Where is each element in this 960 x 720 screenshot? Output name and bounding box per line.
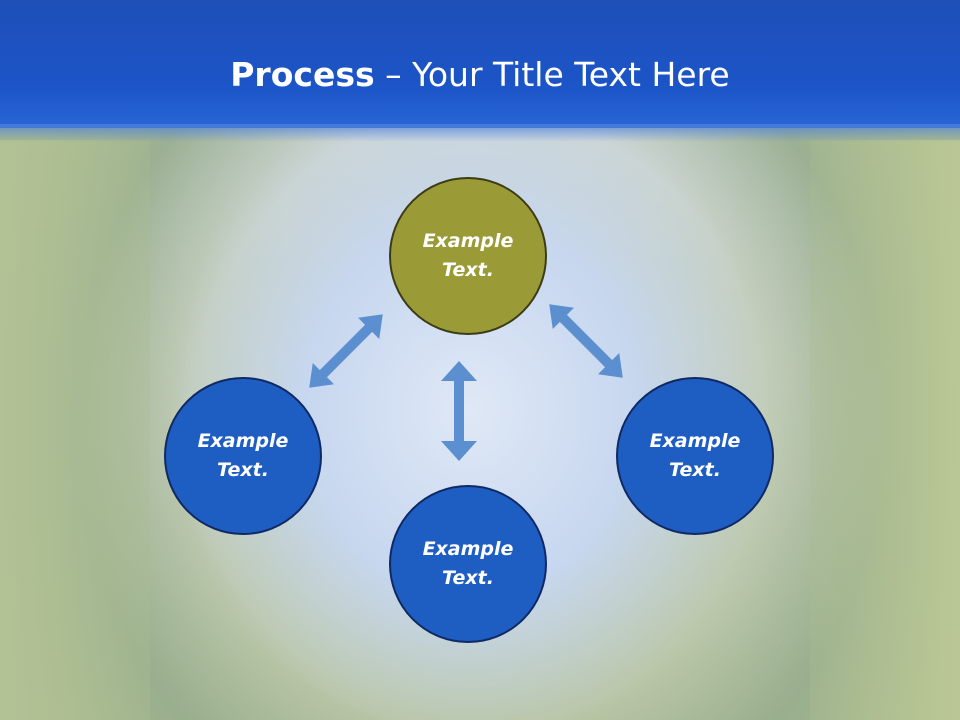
node-left: Example Text. [164,377,322,535]
node-top-line2: Text. [442,259,494,281]
title-bold-text: Process [230,55,375,94]
node-bottom-line2: Text. [442,567,494,589]
background-grass-right [810,140,960,720]
background-grass-left [0,140,150,720]
title-bar-fade [0,124,960,142]
slide-title: Process – Your Title Text Here [0,52,960,98]
node-right-line1: Example [649,430,741,452]
node-top: Example Text. [389,177,547,335]
node-right-line2: Text. [669,459,721,481]
node-top-line1: Example [422,230,514,252]
node-bottom: Example Text. [389,485,547,643]
title-rest-text: – Your Title Text Here [374,55,730,94]
node-left-line1: Example [197,430,289,452]
double-arrow-top-right [549,304,623,378]
node-bottom-line1: Example [422,538,514,560]
title-bar [0,0,960,128]
double-arrow-vertical [441,361,477,461]
node-right: Example Text. [616,377,774,535]
node-left-line2: Text. [217,459,269,481]
double-arrow-top-left [309,314,383,388]
